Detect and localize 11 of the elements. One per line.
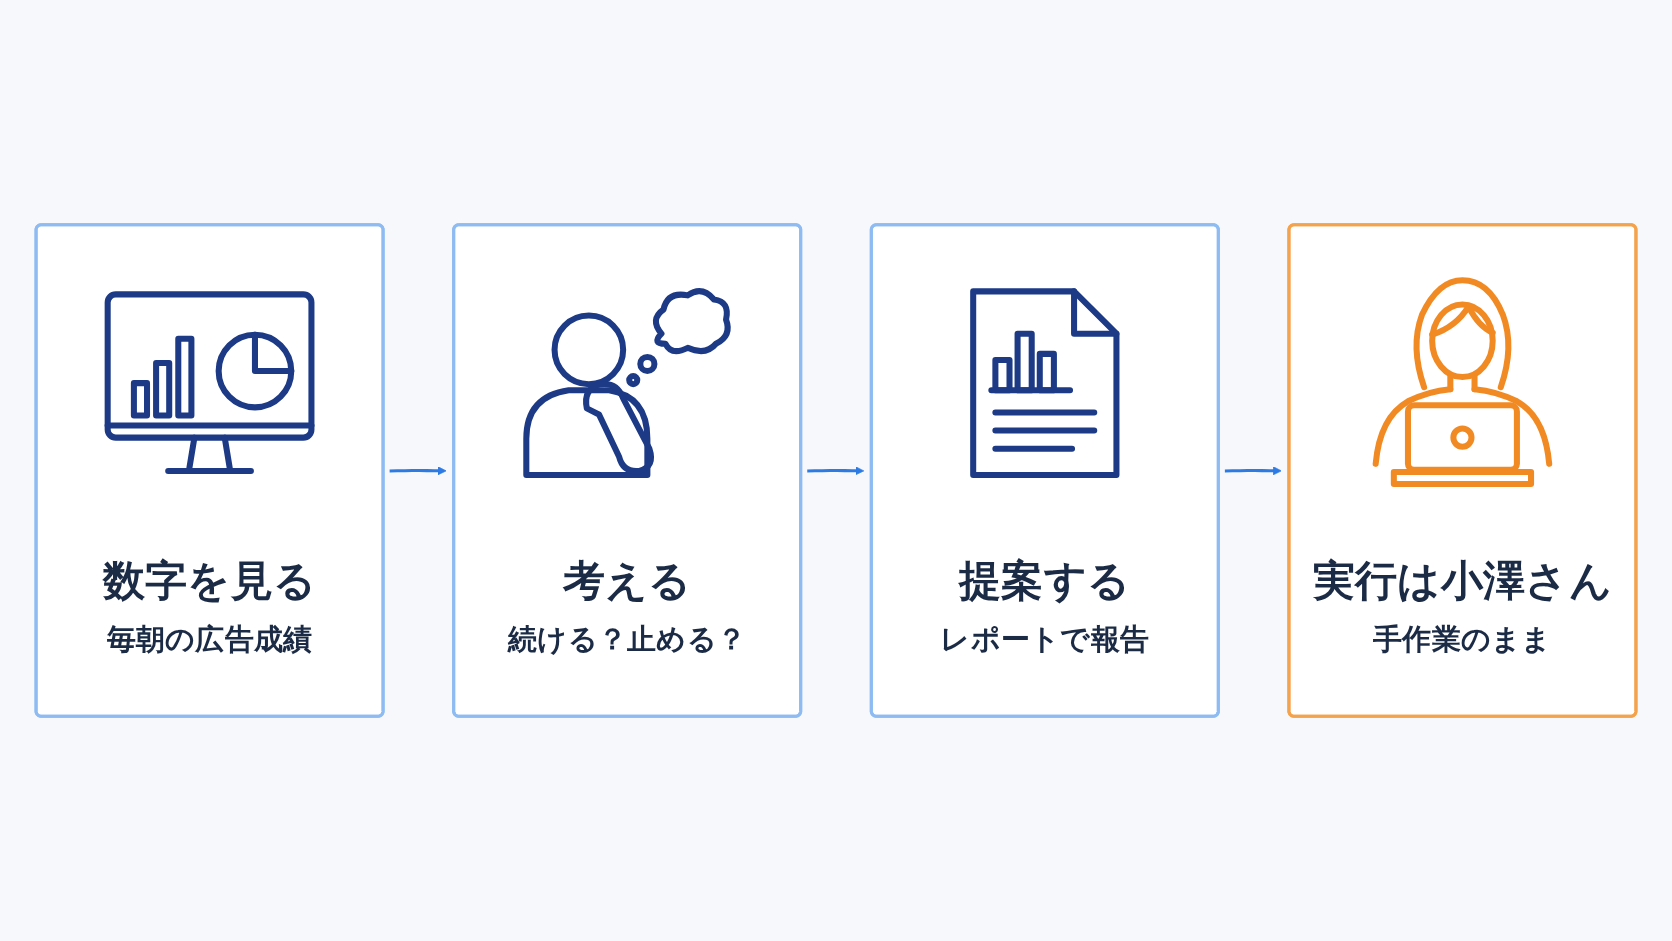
step-heading: 実行は小澤さん	[1312, 554, 1613, 608]
step-description: 続ける？止める？	[508, 620, 747, 659]
step-description: 手作業のまま	[1373, 620, 1552, 659]
step-description: レポートで報告	[940, 620, 1150, 659]
step-heading: 考える	[562, 554, 692, 608]
step-heading: 数字を見る	[102, 554, 317, 608]
arrow	[389, 466, 447, 476]
step-description: 毎朝の広告成績	[106, 620, 313, 659]
step-heading: 提案する	[959, 554, 1131, 608]
arrow	[807, 466, 865, 476]
arrow	[1224, 466, 1282, 476]
